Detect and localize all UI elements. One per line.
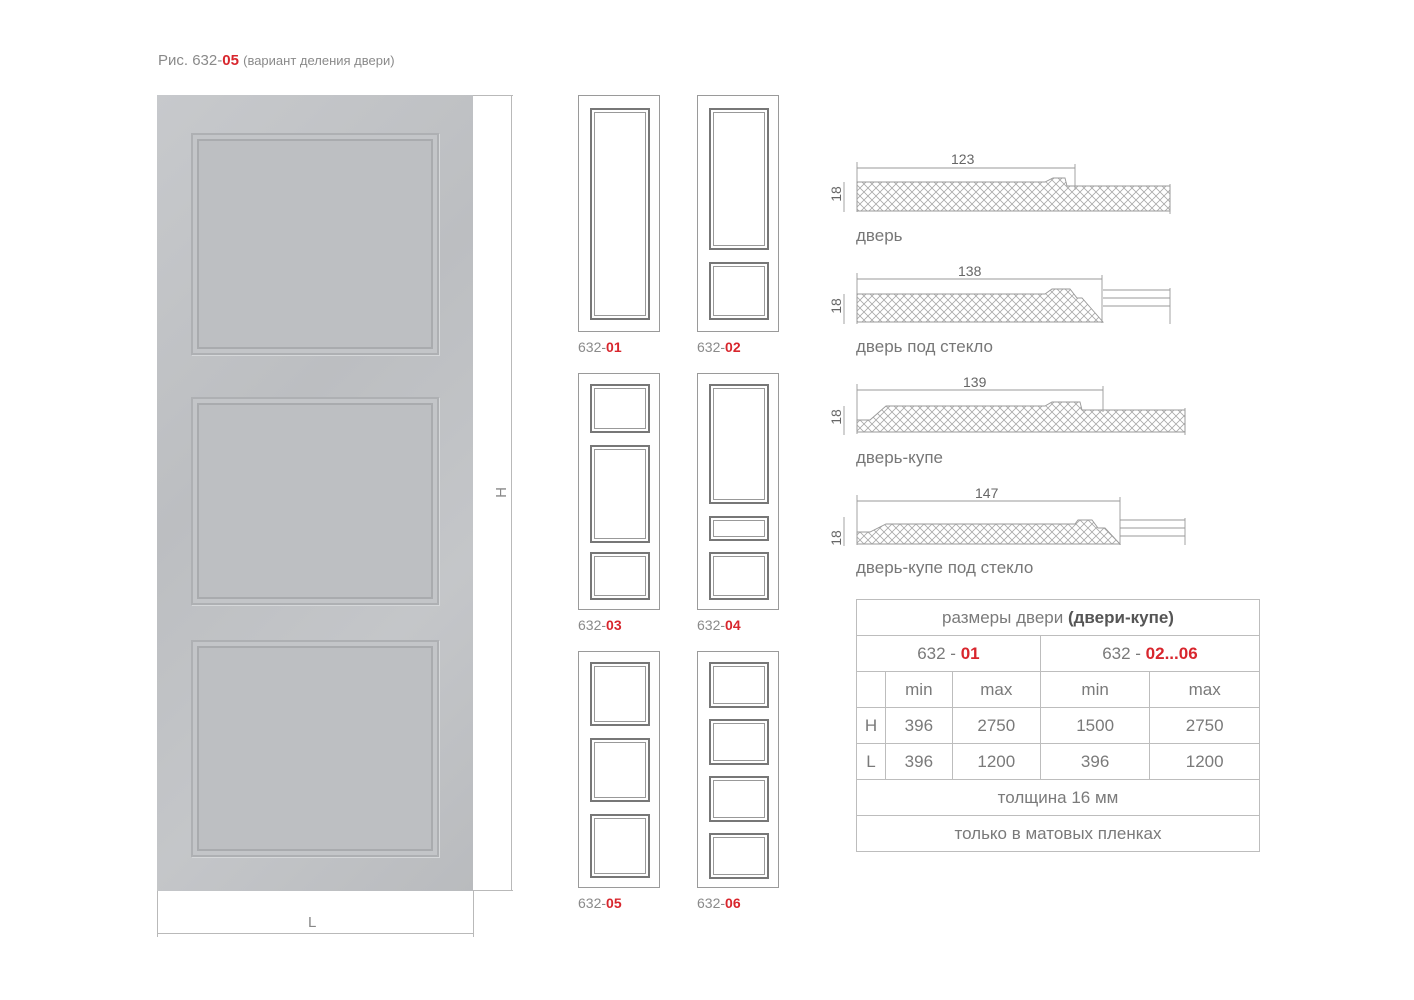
width-dim-ext-right [473, 891, 474, 937]
col-min: min [1039, 671, 1151, 708]
row-label: L [856, 743, 886, 780]
width-dim-line [157, 933, 474, 934]
profile-2-width: 138 [958, 263, 982, 279]
profile-door [843, 162, 1171, 214]
thumb-panel [590, 384, 650, 433]
thumb-panel [709, 516, 769, 541]
profile-1-thickness: 18 [827, 186, 844, 202]
thumb-panel [709, 776, 769, 822]
profile-2-thickness: 18 [827, 298, 844, 314]
col-max: max [951, 671, 1041, 708]
thumb-panel [709, 108, 769, 250]
door-thumb-632-06[interactable] [697, 651, 779, 888]
height-dim-label: H [492, 487, 510, 498]
profile-2-label: дверь под стекло [856, 337, 993, 356]
thumb-panel [709, 262, 769, 320]
thumb-panel [709, 719, 769, 765]
caption-code: 05 [222, 52, 239, 69]
table-cell: 396 [885, 743, 953, 780]
width-dim-label: L [308, 914, 317, 931]
profile-3-thickness: 18 [827, 409, 844, 425]
table-row-l: L 396 1200 396 1200 [856, 743, 1260, 780]
thumb-label-632-01: 632-01 [578, 339, 622, 355]
thumb-label-632-02: 632-02 [697, 339, 741, 355]
profile-3-width: 139 [963, 374, 987, 390]
thumb-panel [709, 833, 769, 879]
profile-1-width: 123 [951, 151, 975, 167]
table-cell: 396 [1039, 743, 1151, 780]
caption-note: (вариант деления двери) [243, 53, 395, 68]
table-corner [856, 671, 886, 708]
col-max: max [1149, 671, 1260, 708]
thumb-label-632-04: 632-04 [697, 617, 741, 633]
thumb-panel [590, 108, 650, 320]
height-dim-ext-top [473, 95, 513, 96]
door-large-preview [157, 95, 473, 891]
thumb-panel [590, 662, 650, 726]
door-thumb-632-03[interactable] [578, 373, 660, 610]
profile-coupe-glass [843, 495, 1186, 546]
width-dim-ext-left [157, 891, 158, 937]
profile-coupe [843, 384, 1186, 435]
col-min: min [885, 671, 953, 708]
row-label: H [856, 707, 886, 744]
door-thumb-632-04[interactable] [697, 373, 779, 610]
thumb-panel [590, 445, 650, 543]
table-group-02-06: 632 - 02...06 [1039, 635, 1261, 672]
height-dim-line [511, 95, 512, 891]
thumb-panel [590, 738, 650, 802]
profile-4-label: дверь-купе под стекло [856, 558, 1034, 577]
profile-1-label: дверь [856, 226, 903, 245]
table-cell: 1500 [1039, 707, 1151, 744]
profile-4-width: 147 [975, 485, 999, 501]
table-cell: 1200 [951, 743, 1041, 780]
door-panel-middle [191, 397, 439, 605]
thumb-label-632-03: 632-03 [578, 617, 622, 633]
thumb-label-632-06: 632-06 [697, 895, 741, 911]
profile-door-glass [843, 273, 1171, 324]
thumb-panel [590, 814, 650, 878]
table-cell: 396 [885, 707, 953, 744]
door-thumb-632-02[interactable] [697, 95, 779, 332]
profile-sections [843, 162, 1186, 546]
thumb-panel [709, 662, 769, 708]
door-dimensions-table: размеры двери (двери-купе) 632 - 01 632 … [856, 599, 1261, 852]
height-dim-ext-bottom [473, 890, 513, 891]
table-title: размеры двери (двери-купе) [856, 599, 1260, 636]
thumb-label-632-05: 632-05 [578, 895, 622, 911]
profile-4-thickness: 18 [827, 530, 844, 546]
thumb-panel [709, 552, 769, 600]
door-panel-top [191, 133, 439, 355]
door-panel-bottom [191, 640, 439, 857]
table-cell: 2750 [1149, 707, 1260, 744]
table-thickness: толщина 16 мм [856, 779, 1260, 816]
door-thumb-632-05[interactable] [578, 651, 660, 888]
profile-3-label: дверь-купе [856, 448, 943, 467]
table-cell: 1200 [1149, 743, 1260, 780]
thumb-panel [709, 384, 769, 504]
table-finish: только в матовых пленках [856, 815, 1260, 852]
caption-prefix: Рис. 632- [158, 52, 223, 69]
table-group-01: 632 - 01 [856, 635, 1041, 672]
table-cell: 2750 [951, 707, 1041, 744]
door-thumb-632-01[interactable] [578, 95, 660, 332]
table-row-h: H 396 2750 1500 2750 [856, 707, 1260, 744]
thumb-panel [590, 552, 650, 600]
figure-caption: Рис. 632-05 (вариант деления двери) [158, 52, 395, 69]
